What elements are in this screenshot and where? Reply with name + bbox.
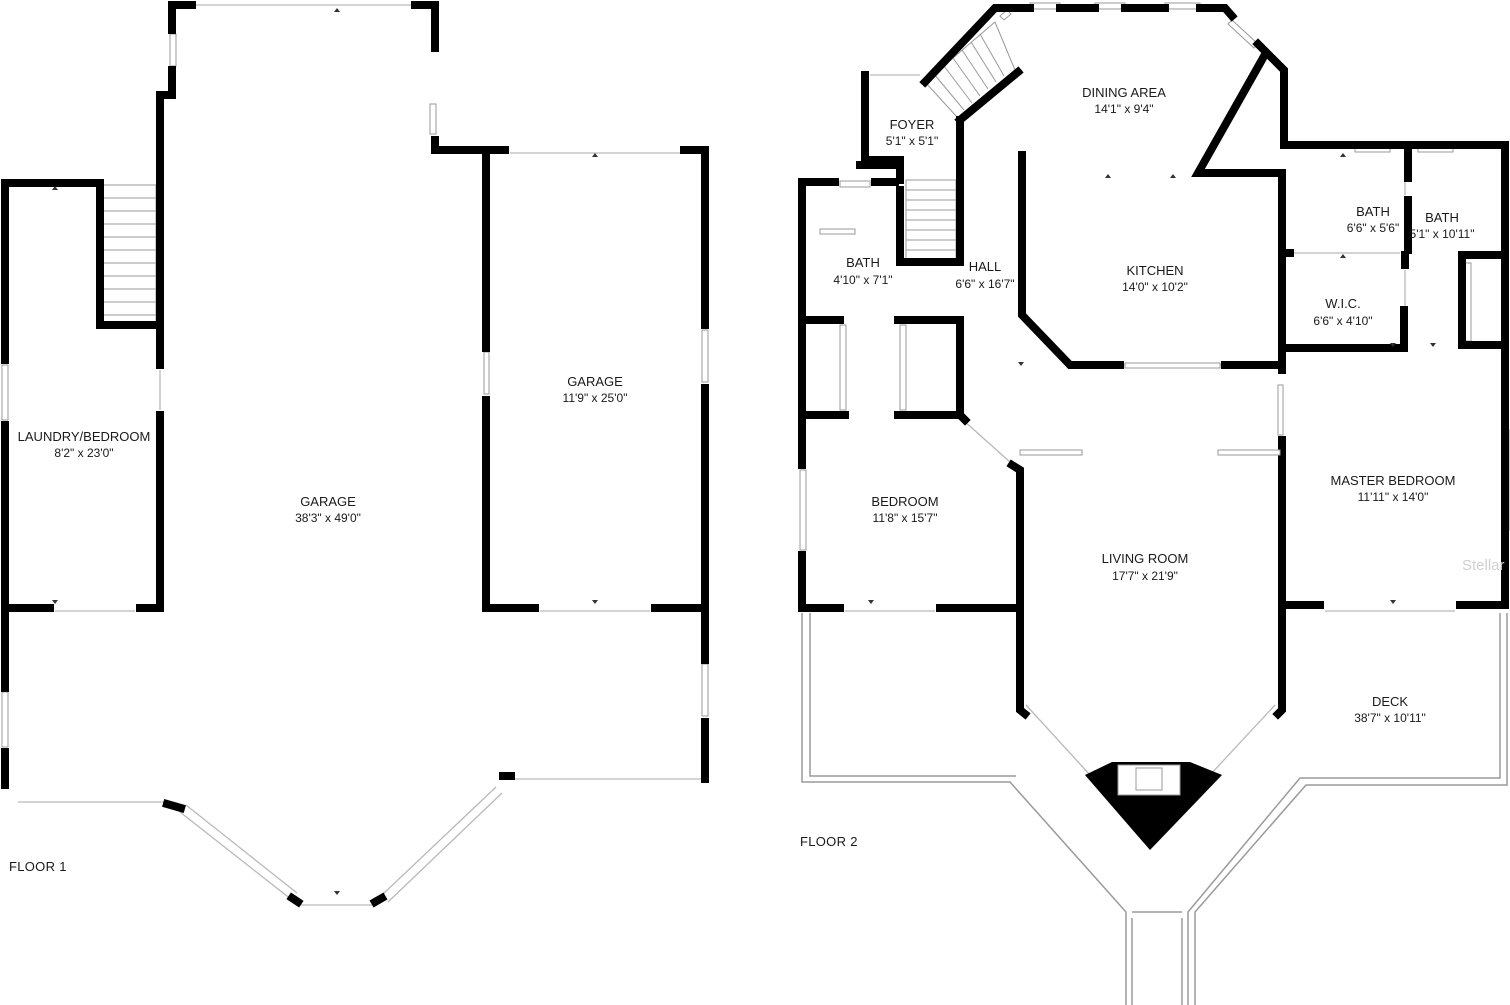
floor-2-markers	[868, 153, 1436, 604]
room-size: 8'2" x 23'0"	[54, 446, 113, 460]
room-size: 38'7" x 10'11"	[1354, 711, 1426, 725]
room-name: DECK	[1372, 694, 1408, 709]
room-name: W.I.C.	[1325, 296, 1360, 311]
room-size: 6'6" x 4'10"	[1313, 314, 1372, 328]
room-size: 11'9" x 25'0"	[563, 391, 628, 405]
room-size: 4'10" x 7'1"	[833, 273, 892, 287]
fireplace	[1085, 762, 1222, 850]
room-size: 6'6" x 16'7"	[955, 277, 1014, 291]
room-size: 5'1" x 5'1"	[886, 134, 938, 148]
room-name: BATH	[846, 255, 880, 270]
room-name: BATH	[1425, 210, 1459, 225]
room-name: KITCHEN	[1126, 263, 1183, 278]
deck-railing	[801, 613, 1508, 1005]
floor-2-walls	[798, 3, 1509, 720]
room-name: LAUNDRY/BEDROOM	[18, 429, 151, 444]
floor-2-label: FLOOR 2	[800, 834, 858, 849]
room-size: 6'6" x 5'6"	[1347, 221, 1399, 235]
room-size: 11'8" x 15'7"	[873, 511, 938, 525]
floor-1-label: FLOOR 1	[9, 859, 67, 874]
floor-1-plan: LAUNDRY/BEDROOM 8'2" x 23'0" GARAGE 38'3…	[1, 1, 709, 908]
room-name: BATH	[1356, 204, 1390, 219]
room-size: 11'11" x 14'0"	[1358, 490, 1429, 504]
watermark-text: Stellar	[1462, 557, 1505, 574]
room-name: GARAGE	[300, 494, 356, 509]
floor-1-openings	[18, 4, 702, 906]
floor-1-markers	[52, 8, 598, 895]
floor-2-plan: FOYER 5'1" x 5'1" DINING AREA 14'1" x 9'…	[798, 2, 1510, 1005]
room-size: 17'7" x 21'9"	[1112, 569, 1178, 583]
room-name: LIVING ROOM	[1102, 551, 1189, 566]
room-size: 14'0" x 10'2"	[1122, 280, 1188, 294]
room-name: FOYER	[890, 117, 935, 132]
room-name: HALL	[969, 259, 1002, 274]
room-name: BEDROOM	[871, 494, 938, 509]
floor-1-stairs	[102, 184, 157, 326]
room-name: DINING AREA	[1082, 85, 1166, 100]
room-name: MASTER BEDROOM	[1331, 473, 1456, 488]
room-size: 14'1" x 9'4"	[1094, 102, 1153, 116]
room-name: GARAGE	[567, 374, 623, 389]
room-size: 5'1" x 10'11"	[1410, 227, 1475, 241]
living-room-half-walls	[1019, 449, 1281, 456]
floor-1-walls	[1, 1, 709, 908]
room-size: 38'3" x 49'0"	[295, 511, 361, 525]
